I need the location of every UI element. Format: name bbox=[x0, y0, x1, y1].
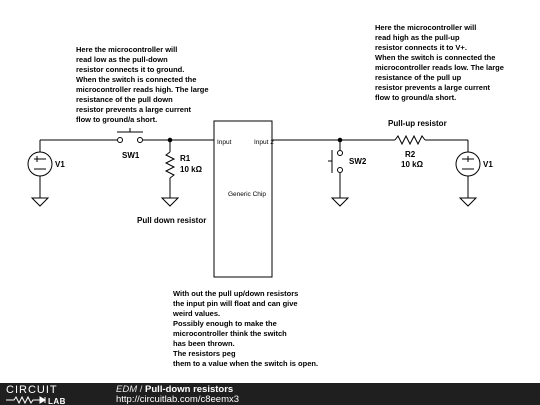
pull-down-resistor-label: Pull down resistor bbox=[137, 216, 206, 225]
pullup-note: Here the microcontroller will read high … bbox=[375, 23, 506, 102]
v1-left-label: V1 bbox=[55, 160, 65, 169]
pulldown-note-line: resistance of the pull down bbox=[76, 95, 173, 104]
breadcrumb: EDM / Pull-down resistors bbox=[116, 384, 233, 395]
resistor-icon bbox=[164, 151, 176, 179]
chip-pin2-label: Input 2 bbox=[254, 139, 274, 146]
pulldown-note-line: flow to ground/a short. bbox=[76, 115, 157, 124]
logo-bottom-text: LAB bbox=[48, 397, 66, 405]
pulldown-note: Here the microcontroller will read low a… bbox=[76, 45, 211, 124]
push-switch-icon bbox=[328, 150, 343, 173]
chip-pin1-label: Input bbox=[217, 139, 232, 146]
breadcrumb-separator: / bbox=[137, 384, 146, 395]
r2-value: 10 kΩ bbox=[401, 160, 424, 169]
r1-label: R1 bbox=[180, 154, 191, 163]
sw2-label: SW2 bbox=[349, 157, 367, 166]
pulldown-note-line: resistor prevents a large current bbox=[76, 105, 192, 114]
push-switch-icon bbox=[117, 128, 143, 143]
float-note-line: the input pin will float and can give bbox=[173, 299, 298, 308]
float-note-line: With out the pull up/down resistors bbox=[173, 289, 298, 298]
pulldown-note-line: microcontroller reads high. The large bbox=[76, 85, 209, 94]
v1-right-label: V1 bbox=[483, 160, 493, 169]
pullup-note-line: microcontroller reads low. The large bbox=[375, 63, 504, 72]
ground-icon bbox=[30, 197, 50, 207]
ground-icon bbox=[160, 197, 180, 207]
circuit-url[interactable]: http://circuitlab.com/c8eemx3 bbox=[116, 394, 240, 405]
ground-icon bbox=[330, 197, 350, 207]
chip-name-label: Generic Chip bbox=[228, 191, 266, 198]
circuit-title: Pull-down resistors bbox=[145, 384, 234, 395]
float-note-line: Possibly enough to make the bbox=[173, 319, 277, 328]
resistor-icon bbox=[394, 134, 426, 146]
float-note-line: weird values. bbox=[172, 309, 220, 318]
owner-link[interactable]: EDM bbox=[116, 384, 138, 395]
r1-value: 10 kΩ bbox=[180, 165, 203, 174]
voltage-source-icon bbox=[27, 140, 53, 198]
pullup-note-line: read high as the pull-up bbox=[375, 33, 460, 42]
sw1-label: SW1 bbox=[122, 151, 140, 160]
schematic-canvas: V1 SW1 R1 10 kΩ Pull down resistor Input… bbox=[27, 23, 506, 368]
pullup-note-line: resistor connects it to V+. bbox=[375, 43, 467, 52]
resistor-logo-icon bbox=[6, 395, 46, 405]
voltage-source-icon bbox=[455, 151, 481, 177]
pullup-note-line: Here the microcontroller will bbox=[375, 23, 476, 32]
float-note: With out the pull up/down resistors the … bbox=[172, 289, 318, 368]
pulldown-note-line: Here the microcontroller will bbox=[76, 45, 177, 54]
footer-bar: CIRCUIT LAB EDM / Pull-down resistors ht… bbox=[0, 383, 540, 405]
pullup-note-line: When the switch is connected the bbox=[375, 53, 495, 62]
float-note-line: microcontroller think the switch bbox=[173, 329, 287, 338]
float-note-line: The resistors peg bbox=[173, 349, 236, 358]
pullup-note-line: resistor prevents a large current bbox=[375, 83, 491, 92]
pullup-note-line: resistance of the pull up bbox=[375, 73, 462, 82]
pulldown-note-line: resistor connects it to ground. bbox=[76, 65, 184, 74]
float-note-line: them to a value when the switch is open. bbox=[173, 359, 318, 368]
circuitlab-logo[interactable]: CIRCUIT LAB bbox=[0, 383, 110, 405]
pulldown-note-line: When the switch is connected the bbox=[76, 75, 196, 84]
pulldown-note-line: read low as the pull-down bbox=[76, 55, 168, 64]
pullup-note-line: flow to ground/a short. bbox=[375, 93, 456, 102]
pull-up-resistor-label: Pull-up resistor bbox=[388, 119, 447, 128]
float-note-line: has been thrown. bbox=[173, 339, 235, 348]
r2-label: R2 bbox=[405, 150, 416, 159]
logo-top-text: CIRCUIT bbox=[6, 384, 58, 396]
ground-icon bbox=[458, 197, 478, 207]
generic-chip bbox=[213, 120, 273, 278]
